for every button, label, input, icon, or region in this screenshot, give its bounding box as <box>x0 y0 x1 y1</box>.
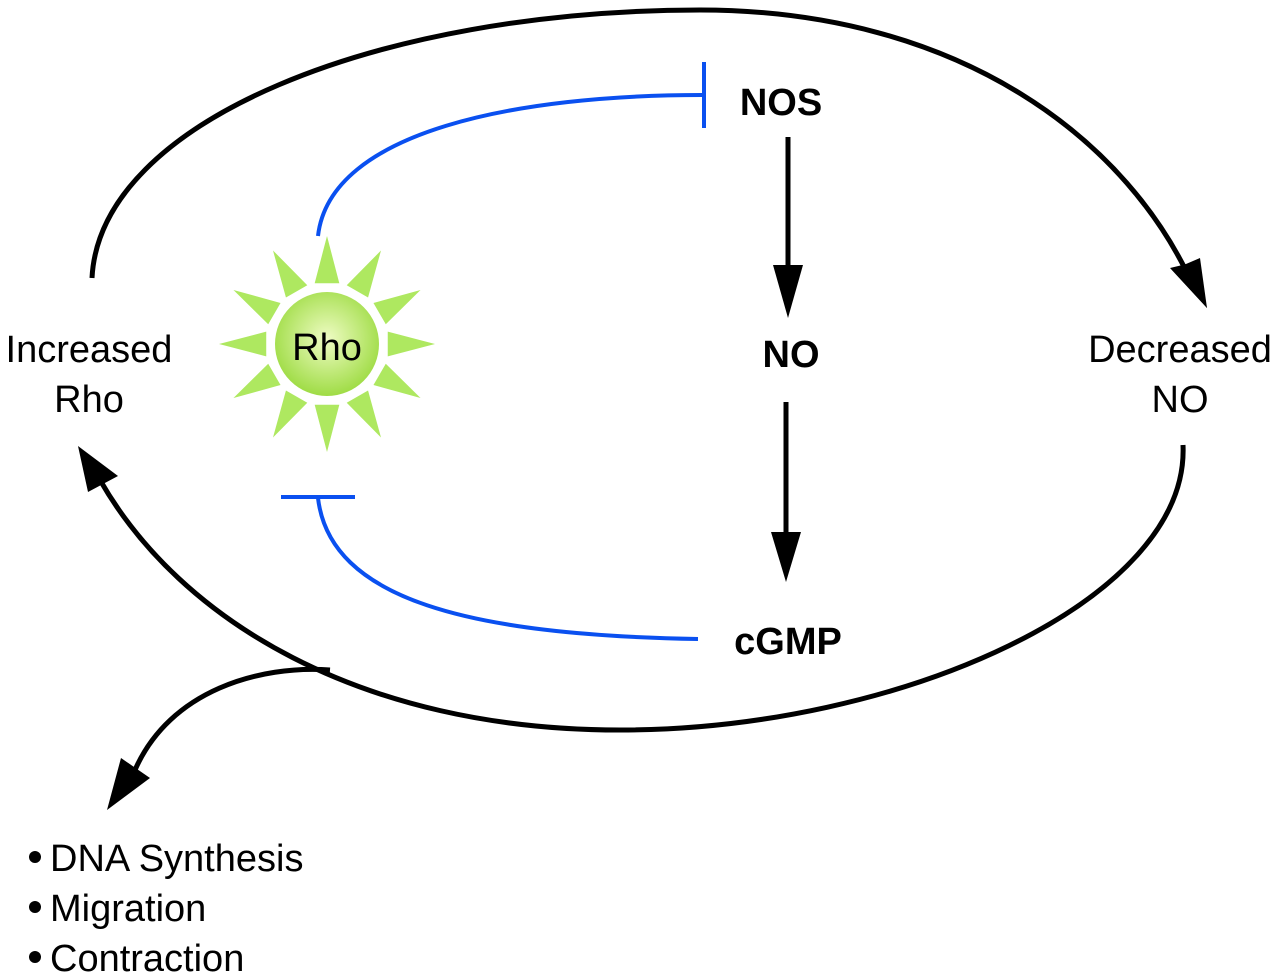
inhibit-cgmp-rho <box>316 497 699 641</box>
rho-label: Rho <box>292 327 362 369</box>
arrowhead-cgmp <box>771 532 801 582</box>
sun-ray <box>373 363 421 398</box>
rho-sun-icon <box>219 236 435 452</box>
sun-ray <box>387 331 435 357</box>
increased-rho-label-line1: Increased <box>6 329 173 371</box>
bullet-icon <box>29 901 41 913</box>
increased-rho-label-line2: Rho <box>54 379 124 421</box>
nos-label: NOS <box>740 82 822 124</box>
arrowhead-decreased-no-2 <box>1172 258 1207 308</box>
sun-ray <box>273 390 308 438</box>
sun-ray <box>373 290 421 325</box>
rho-node <box>275 292 379 396</box>
cgmp-label: cGMP <box>734 621 842 663</box>
outcome-item: DNA Synthesis <box>50 838 303 880</box>
sun-ray <box>314 404 340 452</box>
bullet-icon <box>29 951 41 963</box>
outcome-item: Contraction <box>50 938 244 973</box>
sun-ray <box>233 290 281 325</box>
sun-ray <box>273 250 308 298</box>
outer-arc-bottom <box>97 444 1186 733</box>
bullet-icon <box>29 851 41 863</box>
sun-ray <box>233 363 281 398</box>
decreased-no-label-line1: Decreased <box>1088 329 1272 371</box>
sun-ray <box>346 390 381 438</box>
arrowhead-increased-rho <box>78 446 118 492</box>
outcomes-list: DNA Synthesis Migration Contraction <box>29 838 303 973</box>
inhibit-rho-nos <box>316 93 703 237</box>
outer-arc-top <box>89 7 1198 291</box>
outcome-item: Migration <box>50 888 206 930</box>
arrowhead-outcomes <box>107 758 150 810</box>
decreased-no-label-line2: NO <box>1152 379 1209 421</box>
sun-ray <box>314 236 340 284</box>
sun-ray <box>346 250 381 298</box>
branch-to-outcomes <box>132 666 331 772</box>
no-label: NO <box>763 334 820 376</box>
sun-ray <box>219 331 267 357</box>
arrowhead-no <box>773 265 803 318</box>
